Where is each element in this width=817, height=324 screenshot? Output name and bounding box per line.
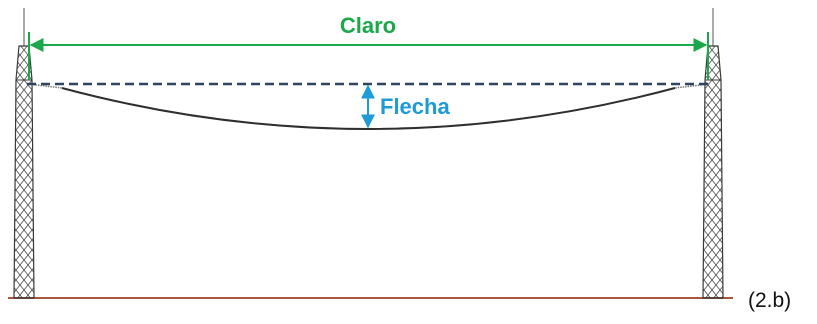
left-tower: [13, 8, 63, 299]
span-label: Claro: [340, 13, 396, 38]
figure-label: (2.b): [748, 289, 791, 312]
right-tower: [674, 8, 724, 299]
conductor-cable: [61, 87, 676, 130]
sag-label: Flecha: [380, 94, 450, 119]
